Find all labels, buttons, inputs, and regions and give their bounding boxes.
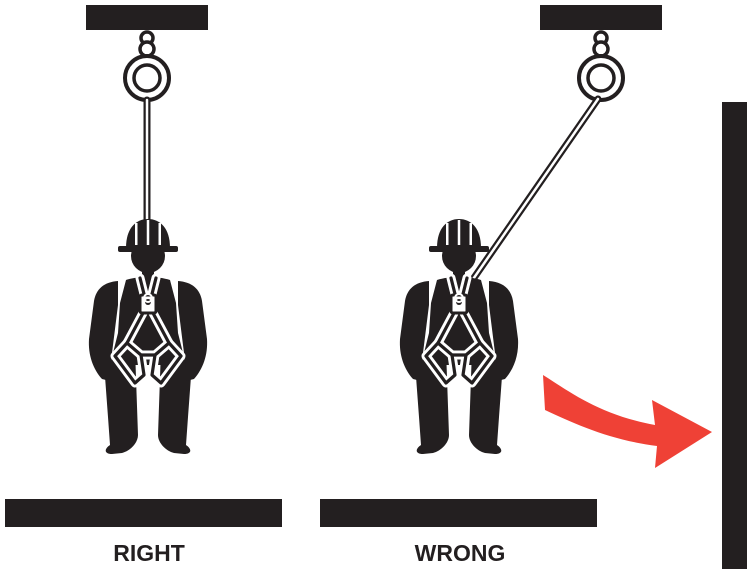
wrong-anchor-ring-icon: [579, 32, 623, 100]
wall-obstruction: [722, 102, 747, 569]
caption-wrong: WRONG: [380, 540, 540, 566]
right-ceiling-beam: [86, 5, 208, 30]
wrong-worker-figure-icon: [400, 219, 518, 454]
wrong-floor-slab: [320, 499, 597, 527]
right-panel: [5, 5, 282, 527]
right-anchor-ring-icon: [125, 32, 169, 100]
right-worker-figure-icon: [89, 219, 207, 454]
right-floor-slab: [5, 499, 282, 527]
caption-right: RIGHT: [69, 540, 229, 566]
wrong-panel: [320, 5, 747, 569]
wrong-ceiling-beam: [540, 5, 662, 30]
swing-fall-arrow-icon: [543, 375, 712, 468]
